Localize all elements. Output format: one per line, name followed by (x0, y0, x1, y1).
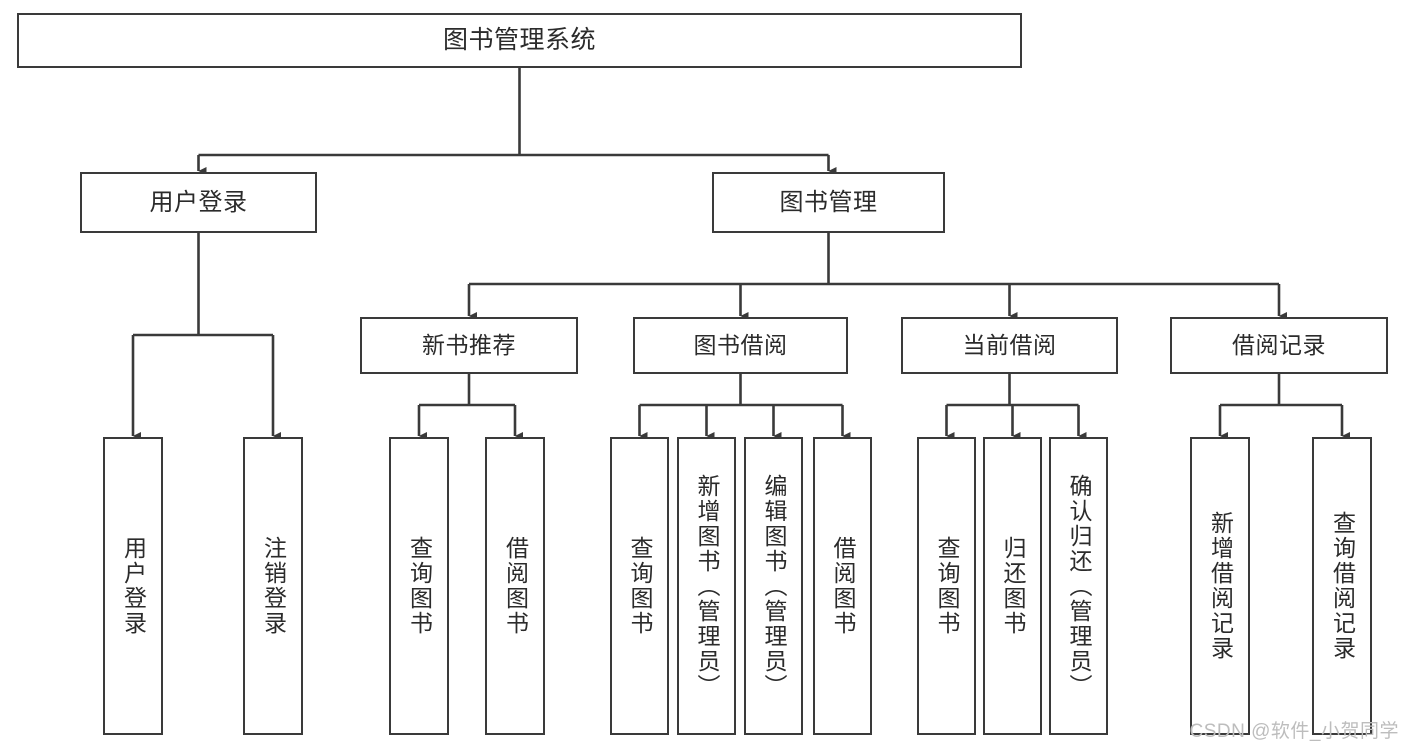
leaf-confirm-return-admin[interactable]: 确认归还（管理员） (1049, 437, 1108, 735)
leaf-query-book-borrow[interactable]: 查询图书 (610, 437, 669, 735)
node-label: 注销登录 (260, 536, 287, 636)
node-label: 新书推荐 (422, 332, 516, 359)
leaf-edit-book-admin[interactable]: 编辑图书（管理员） (744, 437, 803, 735)
leaf-return-book[interactable]: 归还图书 (983, 437, 1042, 735)
node-label: 用户登录 (149, 188, 248, 216)
node-book-manage[interactable]: 图书管理 (712, 172, 945, 233)
node-label: 借阅图书 (502, 536, 529, 636)
node-current-borrow[interactable]: 当前借阅 (901, 317, 1118, 374)
node-label: 查询图书 (934, 536, 960, 636)
node-label: 当前借阅 (962, 332, 1057, 359)
node-label: 图书管理系统 (442, 26, 596, 55)
leaf-add-book-admin[interactable]: 新增图书（管理员） (677, 437, 736, 735)
node-label: 图书管理 (779, 188, 878, 216)
leaf-user-login[interactable]: 用户登录 (103, 437, 163, 735)
leaf-borrow-book-recommend[interactable]: 借阅图书 (485, 437, 545, 735)
node-root-system[interactable]: 图书管理系统 (17, 13, 1022, 68)
node-label: 借阅图书 (830, 536, 856, 636)
node-label: 编辑图书（管理员） (761, 473, 787, 699)
node-label: 查询图书 (627, 536, 653, 636)
node-book-borrow[interactable]: 图书借阅 (633, 317, 848, 374)
leaf-add-borrow-record[interactable]: 新增借阅记录 (1190, 437, 1250, 735)
node-label: 归还图书 (1000, 536, 1026, 636)
node-label: 新增借阅记录 (1207, 511, 1234, 661)
leaf-logout[interactable]: 注销登录 (243, 437, 303, 735)
node-label: 查询借阅记录 (1329, 511, 1356, 661)
leaf-query-borrow-record[interactable]: 查询借阅记录 (1312, 437, 1372, 735)
node-label: 确认归还（管理员） (1066, 473, 1092, 699)
node-borrow-record[interactable]: 借阅记录 (1170, 317, 1388, 374)
node-label: 新增图书（管理员） (694, 473, 720, 699)
leaf-borrow-book[interactable]: 借阅图书 (813, 437, 872, 735)
leaf-query-book-recommend[interactable]: 查询图书 (389, 437, 449, 735)
node-user-login[interactable]: 用户登录 (80, 172, 317, 233)
leaf-query-book-current[interactable]: 查询图书 (917, 437, 976, 735)
node-new-book-recommend[interactable]: 新书推荐 (360, 317, 578, 374)
node-label: 用户登录 (120, 536, 147, 636)
node-label: 图书借阅 (693, 332, 788, 359)
node-label: 查询图书 (406, 536, 433, 636)
node-label: 借阅记录 (1232, 332, 1326, 359)
